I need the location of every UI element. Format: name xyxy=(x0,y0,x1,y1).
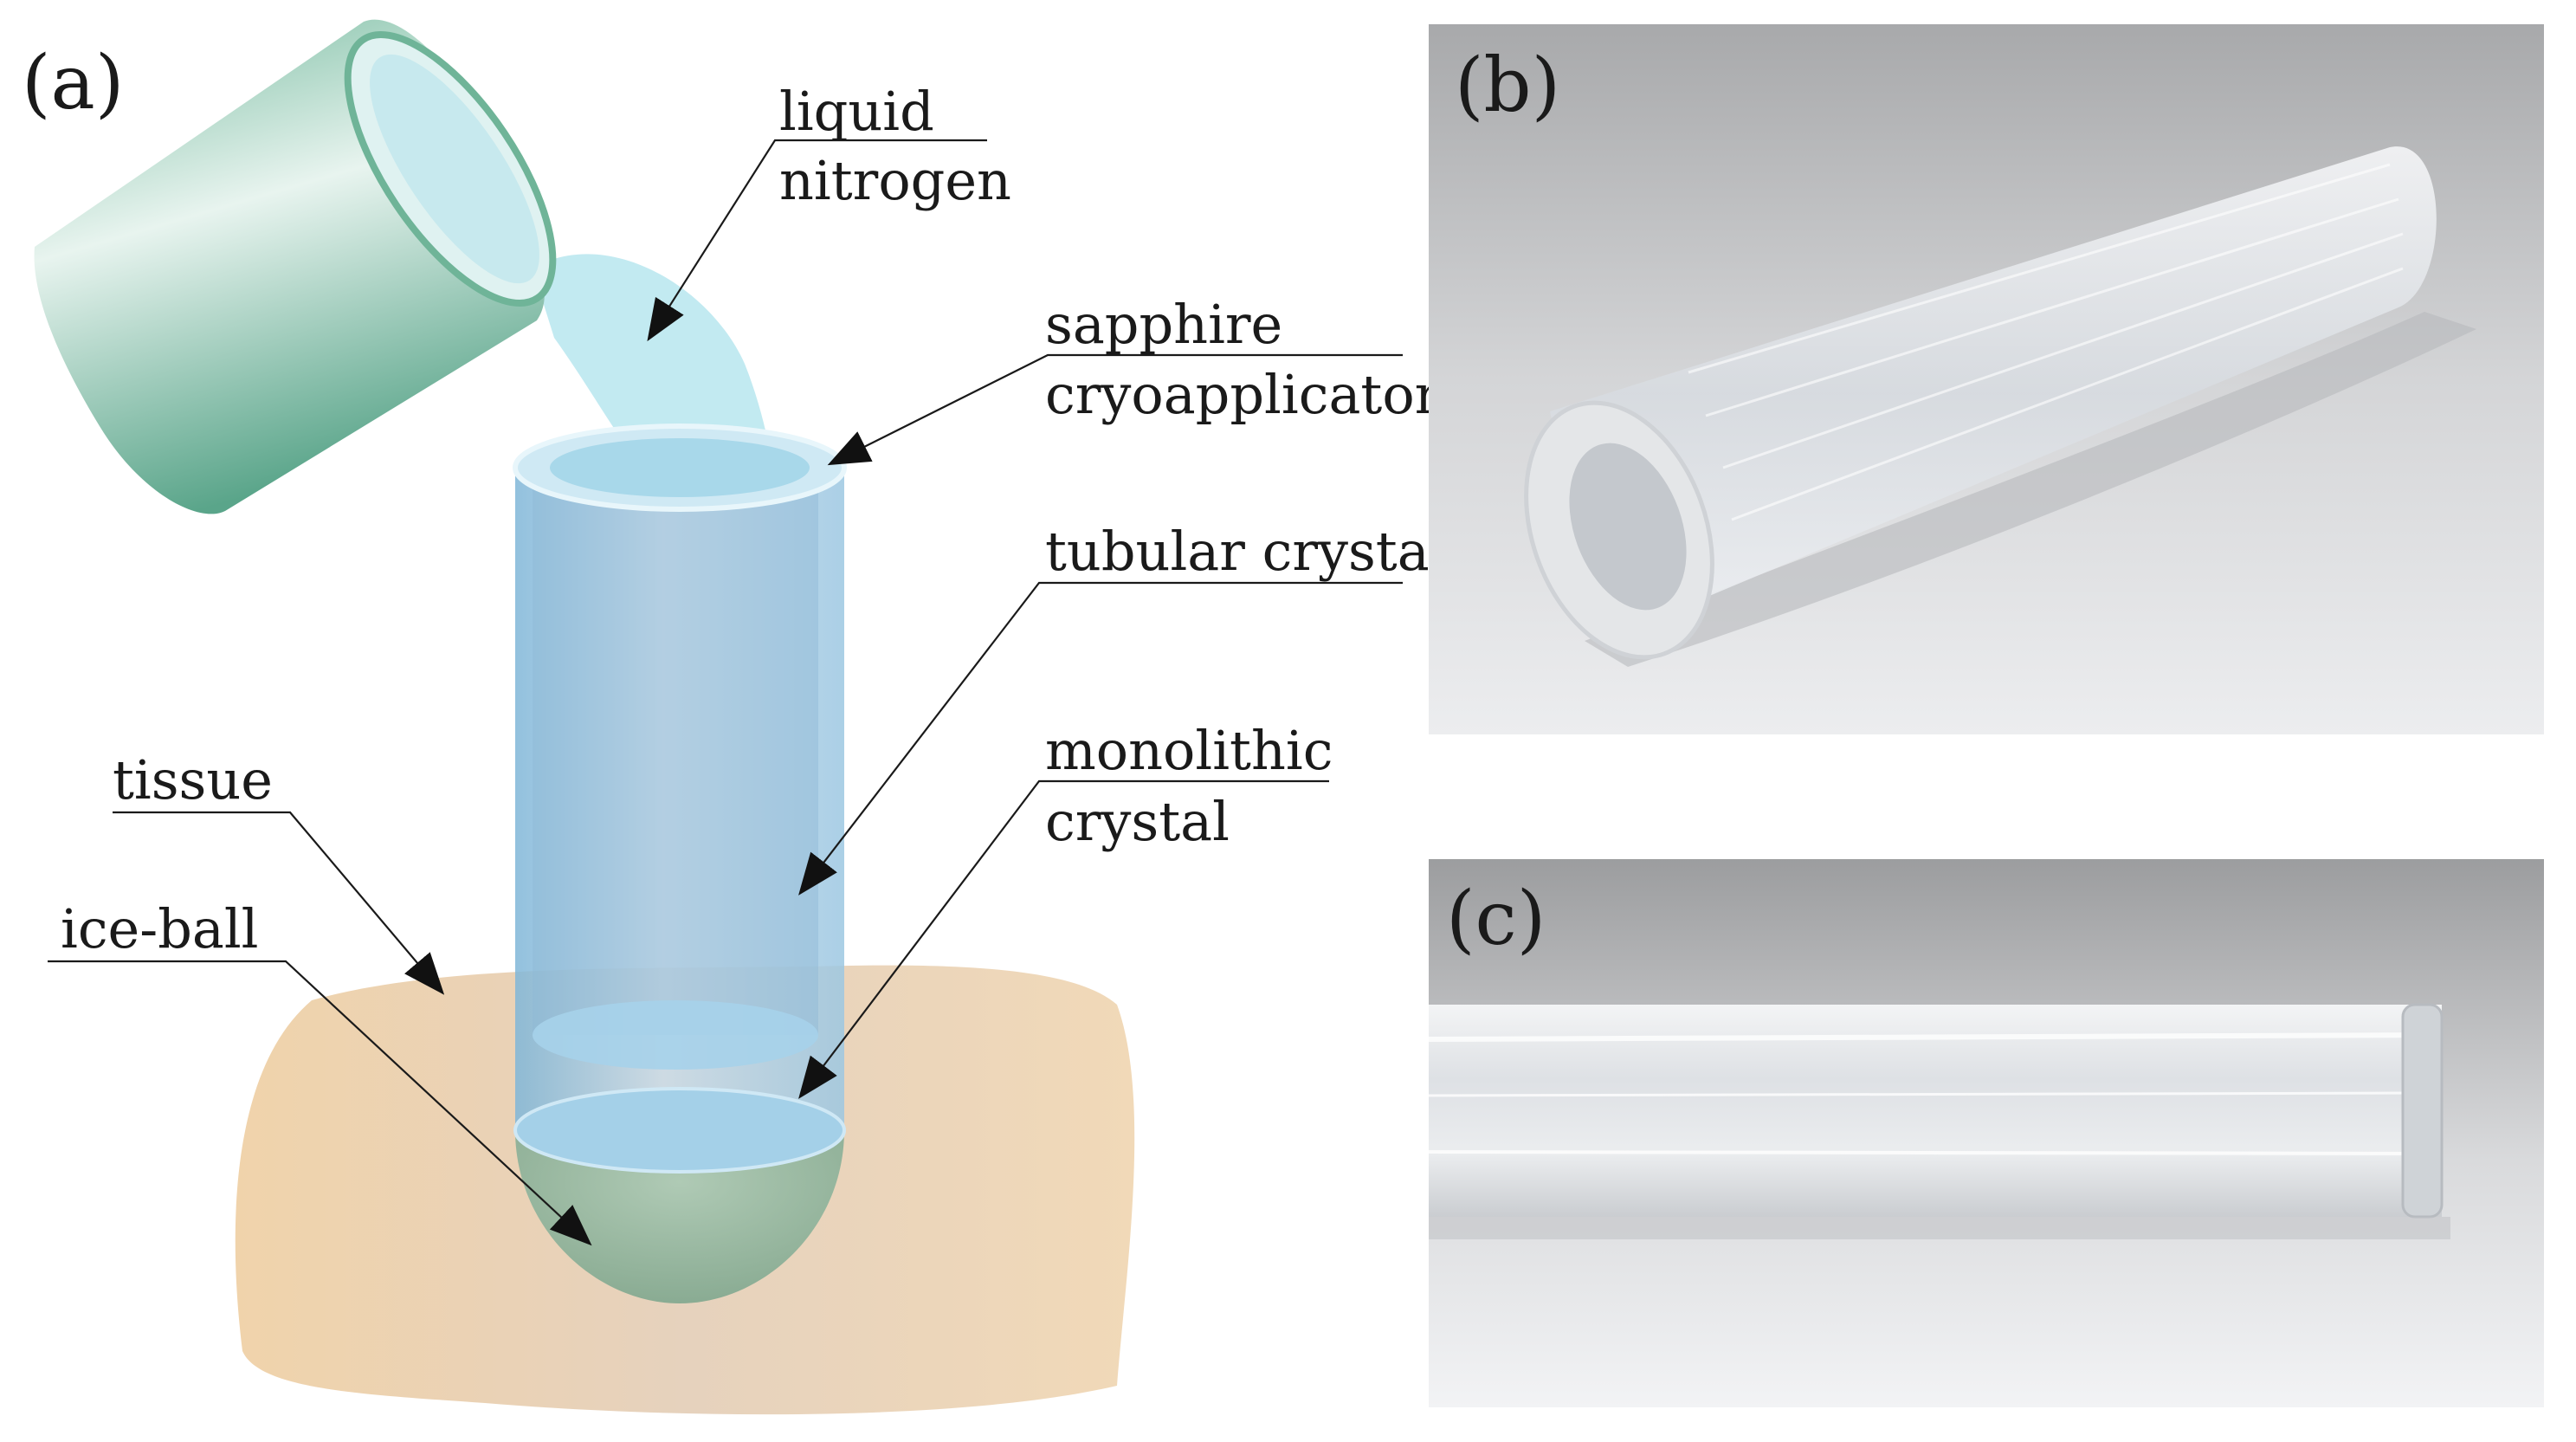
beaker-mouth-inner xyxy=(370,54,539,284)
photo-c-rod-end xyxy=(2401,1003,2444,1219)
label-tubular-crystal: tubular crystal xyxy=(1045,520,1447,583)
label-crystal: crystal xyxy=(1045,790,1230,853)
panel-label-b: (b) xyxy=(1455,42,1560,129)
panel-b-photo: (b) xyxy=(1429,24,2544,734)
panel-c-photo: (c) xyxy=(1428,859,2544,1407)
monolithic-crystal-leader xyxy=(798,779,1329,1099)
panel-label-a: (a) xyxy=(22,40,124,126)
label-monolithic: monolithic xyxy=(1045,719,1333,782)
tube-top-opening xyxy=(550,438,810,497)
tissue-leader xyxy=(113,811,445,995)
tube-inner-channel xyxy=(533,472,818,1035)
label-liquid: liquid xyxy=(779,80,934,143)
photo-c-rod-highlights xyxy=(1428,1032,2438,1155)
tube-channel-bottom xyxy=(533,1000,818,1070)
label-sapphire: sapphire xyxy=(1045,293,1282,356)
ice-ball-leader xyxy=(48,960,592,1246)
photo-b-shadow xyxy=(1585,312,2476,667)
label-tissue: tissue xyxy=(113,748,273,812)
beaker xyxy=(34,19,557,514)
panel-a-schematic: (a) liquid nitrogen sapphire cryoapplica… xyxy=(22,19,1447,1415)
label-ice-ball: ice-ball xyxy=(61,897,259,960)
photo-b-tube-bore xyxy=(1569,443,1687,611)
photo-b-tube-body xyxy=(1550,146,2437,642)
panel-label-c: (c) xyxy=(1446,876,1546,962)
liquid-nitrogen-leader xyxy=(647,139,987,342)
tubular-crystal-leader xyxy=(798,581,1403,896)
label-nitrogen: nitrogen xyxy=(779,149,1011,212)
label-cryoapplicator: cryoapplicator xyxy=(1045,363,1441,426)
ice-ball xyxy=(515,1130,844,1303)
photo-b-tube-striations xyxy=(1688,163,2404,521)
sapphire-cryoapplicator-leader xyxy=(827,353,1403,466)
monolithic-crystal-face xyxy=(513,1087,846,1174)
photo-c-shadow xyxy=(1429,1217,2450,1239)
